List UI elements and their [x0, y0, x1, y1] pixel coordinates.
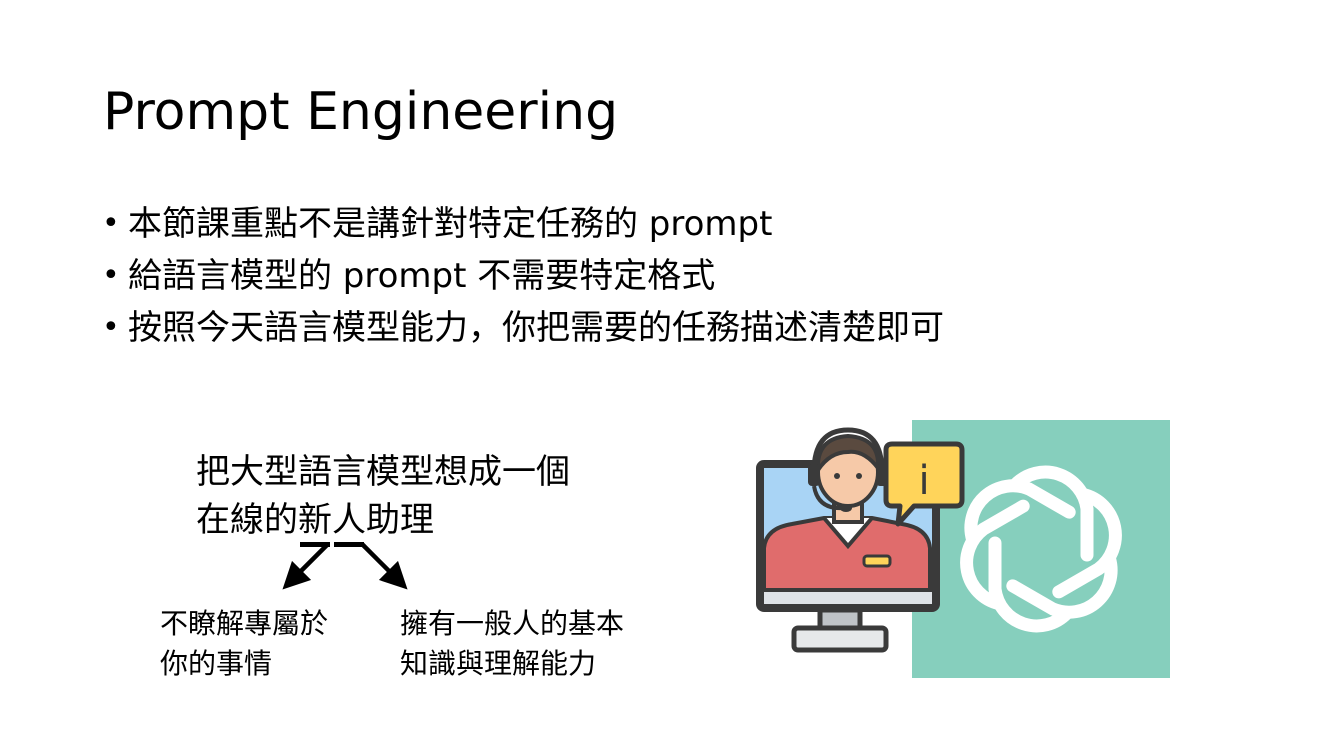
note-general-knowledge-line-2: 知識與理解能力 [400, 647, 597, 680]
bullet-dot: • [102, 206, 120, 241]
highlight-word-person: 人 [332, 500, 366, 540]
note-general-knowledge-line-1: 擁有一般人的基本 [400, 607, 625, 640]
note-general-knowledge: 擁有一般人的基本 知識與理解能力 [400, 604, 624, 684]
metaphor-line-1: 把大型語言模型想成一個 [196, 452, 570, 492]
bullet-dot: • [102, 258, 120, 293]
highlight-word-new: 新 [298, 500, 332, 540]
metaphor-suffix: 助理 [366, 500, 434, 540]
metaphor-line-2: 在線的新人助理 [196, 496, 570, 544]
info-bubble-icon: i [883, 441, 965, 527]
underline-new [300, 542, 330, 547]
note-unfamiliar-line-2: 你的事情 [160, 647, 273, 680]
info-symbol: i [918, 458, 929, 504]
note-unfamiliar-line-1: 不瞭解專屬於 [160, 607, 329, 640]
customer-support-agent-monitor-icon: i [756, 427, 965, 653]
bullet-item: • 本節課重點不是講針對特定任務的 prompt [100, 198, 1200, 250]
bullet-text: 本節課重點不是講針對特定任務的 prompt [128, 204, 773, 244]
bullet-list: • 本節課重點不是講針對特定任務的 prompt • 給語言模型的 prompt… [100, 198, 1200, 354]
metaphor-statement: 把大型語言模型想成一個 在線的新人助理 [196, 448, 570, 544]
arrow-left [282, 542, 330, 590]
arrows [282, 542, 408, 590]
bullet-item: • 按照今天語言模型能力，你把需要的任務描述清楚即可 [100, 302, 1200, 354]
arrow-right [360, 542, 408, 590]
illustration: i [756, 420, 1170, 678]
bullet-text: 按照今天語言模型能力，你把需要的任務描述清楚即可 [128, 308, 944, 348]
bullet-text: 給語言模型的 prompt 不需要特定格式 [128, 256, 716, 296]
metaphor-prefix: 在線的 [196, 500, 298, 540]
underline-person [334, 542, 364, 547]
note-unfamiliar: 不瞭解專屬於 你的事情 [160, 604, 328, 684]
bullet-item: • 給語言模型的 prompt 不需要特定格式 [100, 250, 1200, 302]
slide-title: Prompt Engineering [103, 82, 619, 142]
bullet-dot: • [102, 310, 120, 345]
